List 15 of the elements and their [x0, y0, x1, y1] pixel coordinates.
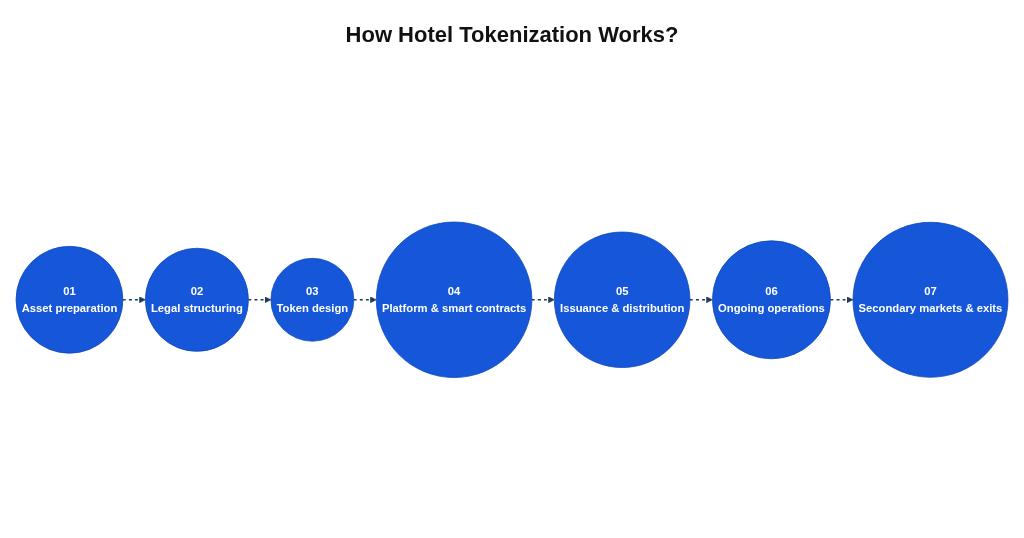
arrow: [531, 296, 555, 304]
node-circle: [375, 221, 533, 379]
diagram-title: How Hotel Tokenization Works?: [344, 21, 680, 48]
flow-diagram: 01 Asset preparation 02 Legal structuring 03 Token design 04 Platform & smart contracts 05 Issuance & distribution 06 Ongoing operations 07 Secondary markets & exits: [10, 216, 1014, 384]
node-circle: [712, 240, 831, 360]
node-circle: [554, 231, 691, 369]
arrow: [247, 296, 272, 304]
arrow: [689, 296, 713, 304]
node-circle: [852, 222, 1009, 378]
node-circle: [145, 248, 249, 352]
arrow: [122, 296, 146, 304]
arrow: [353, 296, 377, 304]
node-circle: [15, 246, 124, 354]
node-circle: [270, 258, 355, 342]
arrow: [829, 296, 854, 304]
